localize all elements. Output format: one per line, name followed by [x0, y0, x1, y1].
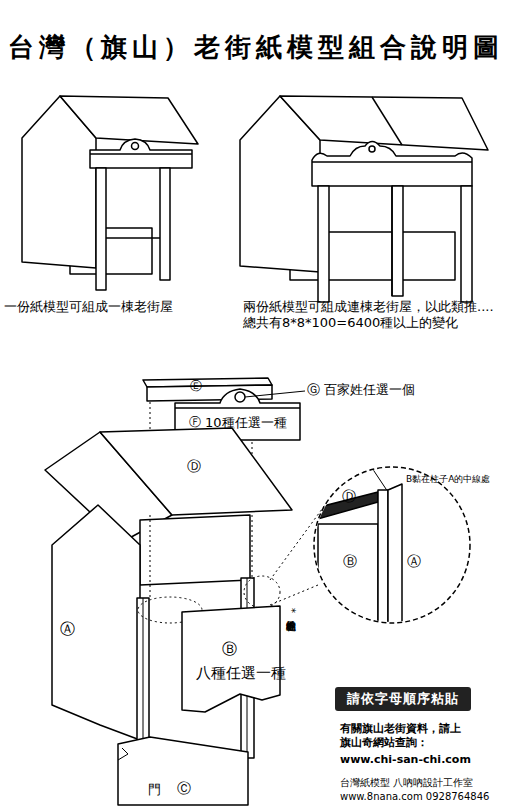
- part-letter: Ⓑ: [222, 640, 237, 659]
- guide-line: [150, 515, 151, 598]
- pillar: [392, 186, 403, 296]
- part-note: 八種任選一種: [196, 664, 286, 683]
- sign-board: [90, 139, 192, 168]
- part-letter: Ⓓ: [187, 458, 201, 476]
- pillar: [160, 168, 170, 280]
- part-letter: Ⓕ: [189, 415, 201, 430]
- pillar: [461, 186, 472, 302]
- roof: [280, 96, 488, 150]
- sign-board: [312, 142, 472, 187]
- board-edge: [312, 161, 472, 163]
- guide-line: [252, 515, 253, 578]
- glue-note: B黏在柱子A的中線處: [406, 474, 462, 485]
- part-name: 門: [148, 782, 161, 798]
- part-letter: Ⓖ: [307, 382, 320, 398]
- leader-line: [245, 391, 305, 397]
- credit: 台灣紙模型 八吶吶設計工作室: [340, 777, 473, 790]
- pillar-side: [388, 484, 402, 660]
- part-letter: Ⓔ: [190, 379, 202, 394]
- emblem: [235, 392, 245, 402]
- pillar: [96, 168, 106, 290]
- part-letter: Ⓐ: [60, 620, 75, 639]
- pillar: [318, 186, 329, 302]
- roof-part-d: [100, 428, 292, 515]
- part-note: 百家姓任選一個: [324, 382, 415, 398]
- back-wall-edge: [106, 237, 160, 239]
- emblem: [369, 146, 375, 152]
- glue-note: *黏在柱子的中線處: [284, 608, 297, 613]
- back-wall: [140, 515, 250, 585]
- part-letter: Ⓒ: [177, 780, 191, 798]
- door-c: [118, 737, 248, 805]
- box-text: 請依字母順序粘貼: [347, 690, 459, 708]
- instruction-box: 請依字母順序粘貼: [335, 687, 471, 711]
- emblem: [132, 143, 139, 150]
- part-note: 10種任選一種: [205, 415, 287, 431]
- roof-strip: [300, 492, 378, 524]
- part-letter: Ⓓ: [342, 488, 356, 506]
- board-edge: [175, 407, 300, 409]
- roof: [60, 96, 198, 144]
- pillar-edge: [143, 598, 144, 748]
- pillar: [137, 598, 149, 748]
- glue-mark: [244, 576, 280, 608]
- leader-line: [270, 585, 318, 605]
- panel-b: [318, 524, 378, 654]
- side-wall-a: [52, 505, 140, 740]
- panel-b: [182, 606, 280, 712]
- door-edge: [118, 748, 128, 760]
- roof-edge: [368, 462, 388, 492]
- caption-text: 一份紙模型可組成一棟老街屋: [4, 299, 239, 315]
- part-letter: Ⓑ: [343, 553, 357, 571]
- roof-joint: [372, 97, 402, 145]
- website: www.chi-san-chi.com: [340, 753, 471, 767]
- caption-text: 兩份紙模型可組成連棟老街屋，以此類推.... 總共有8*8*100=6400種以…: [243, 299, 523, 332]
- info-note: 有關旗山老街資料，請上 旗山奇網站查詢：: [340, 722, 500, 750]
- part-letter: Ⓐ: [407, 553, 421, 571]
- pillar: [378, 490, 388, 660]
- credit: www.8nana.com 0928764846: [340, 791, 489, 804]
- board-edge: [90, 153, 192, 155]
- title: 台灣（旗山）老街紙模型組合說明圖: [8, 30, 504, 65]
- joint-line: [391, 186, 393, 296]
